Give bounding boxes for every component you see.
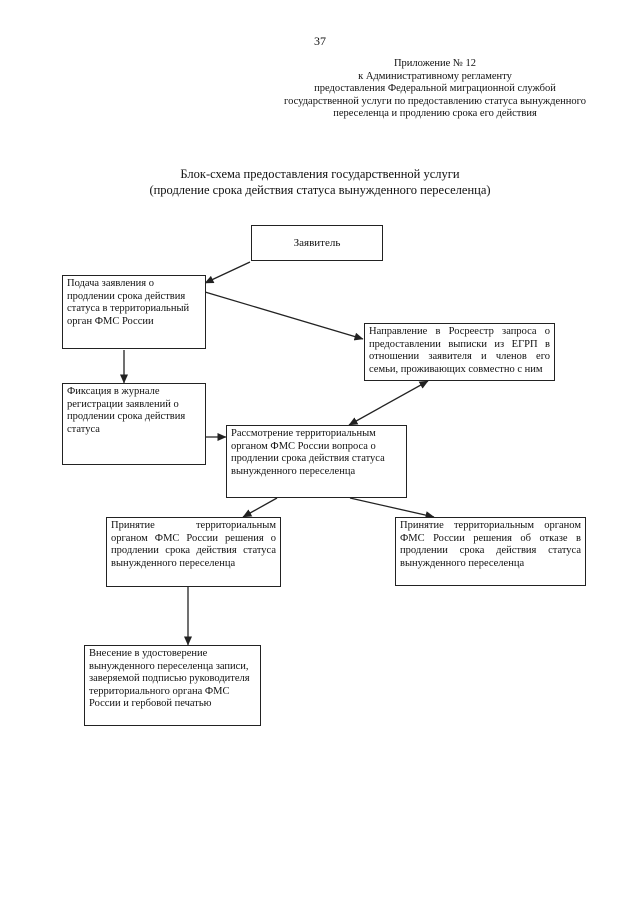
title-line-1: Блок-схема предоставления государственно…	[180, 167, 460, 181]
appendix-line: к Административному регламенту	[358, 70, 512, 82]
node-review: Рассмотрение территориальным органом ФМС…	[226, 425, 407, 498]
page-number: 37	[314, 34, 326, 48]
arrow-submit-to-rosreestr	[204, 291, 364, 341]
node-applicant: Заявитель	[251, 225, 383, 261]
appendix-line: государственной услуги по предоставлению…	[284, 95, 586, 107]
node-rosreestr: Направление в Росреестр запроса о предос…	[364, 323, 555, 381]
appendix-header: Приложение № 12 к Административному регл…	[270, 58, 600, 121]
arrow-review-to-approve	[242, 497, 278, 518]
node-registration: Фиксация в журнале регистрации заявлений…	[62, 383, 206, 465]
node-submit: Подача заявления о продлении срока дейст…	[62, 275, 206, 349]
node-certificate: Внесение в удостоверение вынужденного пе…	[84, 645, 261, 726]
title-line-2: (продление срока действия статуса вынужд…	[149, 183, 491, 197]
arrow-review-to-refuse	[349, 497, 435, 520]
arrow-rosreestr-review	[348, 380, 429, 426]
appendix-line: предоставления Федеральной миграционной …	[314, 83, 556, 94]
arrow-applicant-to-submit	[204, 261, 251, 284]
appendix-line: Приложение № 12	[393, 58, 477, 69]
node-refuse: Принятие территориальным органом ФМС Рос…	[395, 517, 586, 586]
appendix-line: переселенца и продлению срока его действ…	[333, 108, 537, 119]
diagram-title: Блок-схема предоставления государственно…	[0, 166, 640, 198]
node-approve: Принятие территориальным органом ФМС Рос…	[106, 517, 281, 587]
